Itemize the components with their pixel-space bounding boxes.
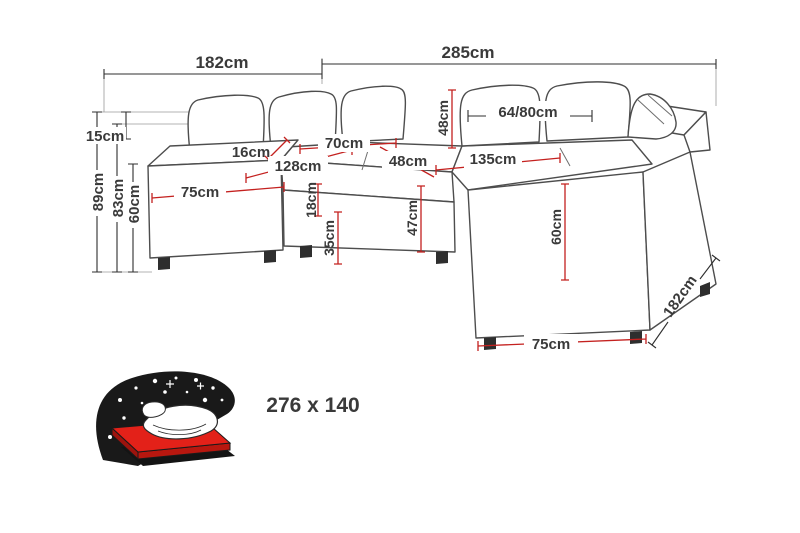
dim-chaise-end-width: 75cm — [532, 336, 570, 353]
dim-height-total: 89cm — [90, 173, 107, 211]
dim-seat-width-left: 75cm — [181, 184, 219, 201]
back-pillow-left-1 — [187, 94, 265, 153]
dim-line-width-top-right — [321, 59, 717, 69]
chaise-right-panel — [642, 151, 717, 331]
dim-arm-width: 16cm — [232, 144, 270, 161]
duvet-folds — [152, 423, 207, 436]
label-backgrounds — [84, 101, 578, 353]
dim-front-panel-height: 60cm — [548, 209, 564, 245]
dim-line-back-cushion-height — [448, 89, 456, 149]
dim-seat-cushion-height: 18cm — [303, 182, 319, 218]
dim-depth-left-section: 128cm — [275, 158, 322, 175]
dim-seat-width-right: 135cm — [470, 151, 517, 168]
corner-arm-pillow — [627, 93, 677, 140]
dim-base-height: 35cm — [321, 220, 337, 256]
back-pillow-left-2 — [268, 90, 338, 149]
dim-seat-front-height: 47cm — [404, 200, 420, 236]
dim-back-cushion-gap: 15cm — [86, 128, 124, 145]
dim-line-width-top-left — [103, 69, 323, 79]
sleeping-size-label: 276 x 140 — [266, 394, 359, 417]
right-armrest-outer — [683, 111, 711, 153]
dim-line-depth-right-section — [647, 254, 721, 349]
dim-width-top-left: 182cm — [196, 53, 249, 72]
dim-height-backrest: 83cm — [110, 179, 127, 217]
left-armrest-front — [147, 159, 284, 259]
dim-line-base-height — [334, 211, 342, 265]
pillow — [141, 401, 166, 418]
dim-height-arm-left: 60cm — [126, 185, 143, 223]
chaise-left-panel — [467, 171, 651, 339]
dim-back-cushion-height: 48cm — [435, 100, 451, 136]
sleeping-function-icon — [96, 371, 235, 466]
dim-width-top-right: 285cm — [442, 43, 495, 62]
dim-line-height-arm-left — [128, 163, 138, 273]
dim-line-height-backrest — [112, 123, 122, 273]
back-pillow-right-2 — [544, 81, 631, 142]
pillow-crease-lines — [637, 94, 673, 125]
base-front-face — [282, 189, 456, 253]
dim-seat-depth: 48cm — [389, 153, 427, 170]
dim-line-seat-front-height — [417, 185, 425, 253]
dim-corner-seat-width: 70cm — [325, 135, 363, 152]
dim-line-seat-cushion-height — [314, 183, 322, 217]
dim-back-cushion-width: 64/80cm — [498, 104, 557, 121]
corner-back-pillow — [340, 85, 407, 143]
sofa-drawing — [147, 81, 717, 350]
dim-line-front-panel-height — [561, 183, 569, 281]
